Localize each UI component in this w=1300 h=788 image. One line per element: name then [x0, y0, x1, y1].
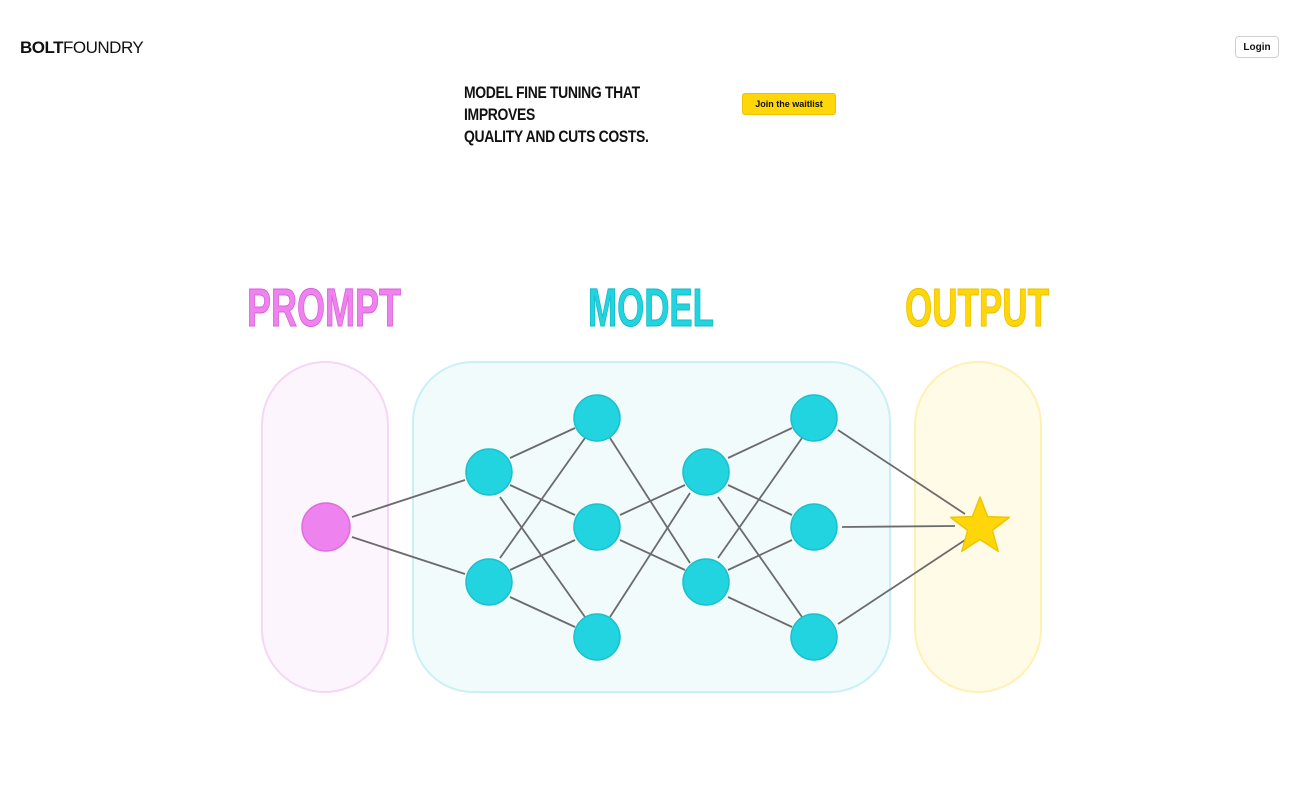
- hidden-node: [573, 394, 621, 442]
- edge: [351, 536, 466, 575]
- hidden-node: [573, 613, 621, 661]
- edge: [727, 596, 793, 628]
- login-button[interactable]: Login: [1235, 36, 1279, 58]
- edge: [351, 479, 466, 518]
- edge: [619, 484, 686, 516]
- edge: [499, 437, 586, 559]
- hidden-node: [465, 448, 513, 496]
- prompt-label: PROMPT: [247, 278, 401, 338]
- input-node: [301, 502, 351, 552]
- network-edges: [351, 427, 966, 628]
- hidden-node: [465, 558, 513, 606]
- edge: [837, 429, 966, 515]
- edge: [499, 496, 586, 618]
- hidden-node: [790, 503, 838, 551]
- join-waitlist-button[interactable]: Join the waitlist: [742, 93, 836, 115]
- edge: [841, 525, 956, 528]
- edge: [509, 427, 576, 459]
- edge: [609, 492, 691, 618]
- edge: [727, 484, 793, 516]
- hidden-nodes: [465, 394, 838, 661]
- output-label: OUTPUT: [905, 278, 1049, 338]
- hero-headline: MODEL FINE TUNING THAT IMPROVES QUALITY …: [464, 82, 677, 148]
- hidden-node: [790, 613, 838, 661]
- hidden-node: [682, 448, 730, 496]
- logo-bold-text: BOLT: [20, 38, 64, 57]
- edge: [727, 539, 793, 571]
- edge: [837, 539, 966, 625]
- model-label: MODEL: [588, 278, 714, 338]
- hero-headline-line1: MODEL FINE TUNING THAT IMPROVES: [464, 83, 640, 124]
- logo-light-text: FOUNDRY: [63, 38, 144, 57]
- hidden-node: [790, 394, 838, 442]
- edge: [509, 539, 576, 571]
- hidden-node: [573, 503, 621, 551]
- edge: [727, 427, 793, 459]
- edge: [619, 539, 686, 571]
- edge: [509, 484, 576, 516]
- hidden-node: [682, 558, 730, 606]
- edge: [717, 437, 803, 559]
- edge: [717, 496, 803, 618]
- bolt-foundry-logo[interactable]: BOLTFOUNDRY: [20, 38, 144, 58]
- edge: [509, 596, 576, 628]
- hero-headline-line2: QUALITY AND CUTS COSTS.: [464, 127, 649, 146]
- output-star-icon: [949, 496, 1011, 553]
